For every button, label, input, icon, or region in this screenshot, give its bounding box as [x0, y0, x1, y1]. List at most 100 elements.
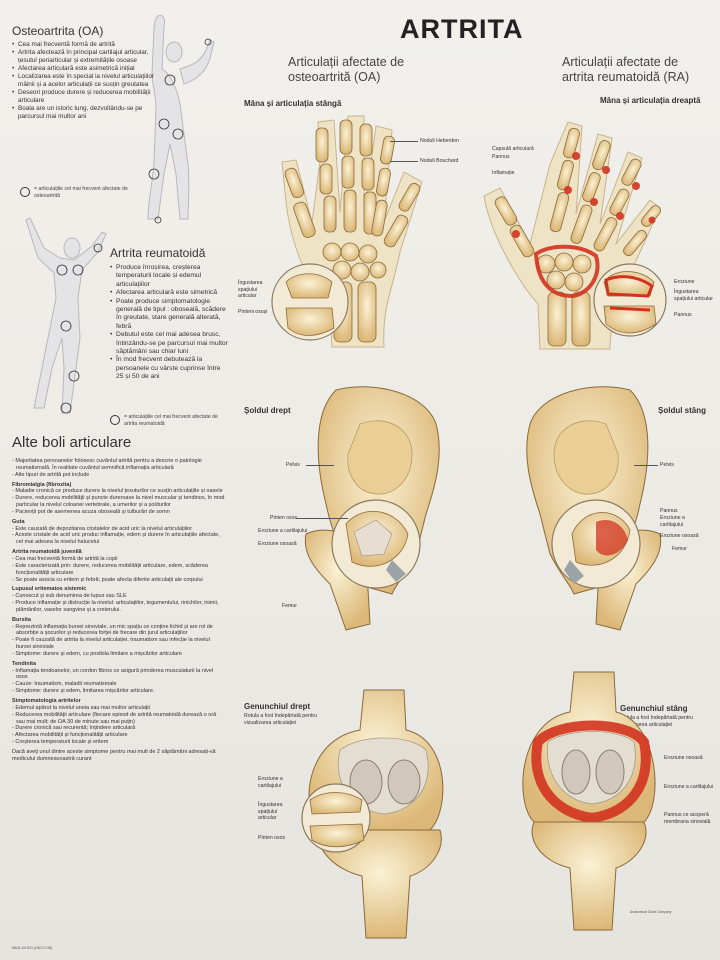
- circle-marker-icon: [20, 187, 30, 197]
- ra-legend: = articulațiile cel mai frecvent afectat…: [110, 414, 228, 427]
- disease-item: - Pacienții pot de asemenea acuza obosea…: [12, 508, 170, 515]
- disease-item: - Cauze: traumatism, maladii reumatismal…: [12, 681, 117, 688]
- knee-right-illustration: [301, 689, 444, 939]
- disease-item: - Durere cronică sau recurentă; înținder…: [12, 725, 136, 732]
- hand-left-callout: Noduli Heberden: [420, 138, 459, 144]
- ra-body-figure: [25, 217, 107, 414]
- leader-line: [296, 518, 348, 519]
- other-diseases-text: - Majoritatea persoanelor folosesc cuvân…: [12, 458, 226, 763]
- hip-right-label: Șoldul drept: [244, 406, 291, 415]
- ra-bullets: Produce înroșirea, creșterea temperaturi…: [110, 264, 228, 382]
- oa-bullets: Cea mai frecventă formă de artrită Artri…: [12, 41, 164, 121]
- disease-title: Simptomatologia artritelor: [12, 698, 81, 704]
- leader-line: [306, 465, 334, 466]
- other-intro-line: - Majoritatea persoanelor folosesc cuvân…: [12, 458, 202, 471]
- knee-left-label: Genunchiul stâng: [620, 704, 688, 713]
- disease-item: - Aceste cristale de acid uric produc in…: [12, 532, 220, 546]
- product-code: 9801-M-RO (06/17/JB): [12, 945, 53, 950]
- leader-line: [390, 161, 418, 162]
- oa-heading: Osteoartrita (OA): [12, 24, 104, 38]
- oa-legend-text: = articulațiile cel mai frecvent afectat…: [34, 186, 128, 199]
- disease-item: - Reducerea mobilității articulare (fiec…: [12, 711, 217, 725]
- disease-item: - Simptome: durere și edem, cu posibila …: [12, 650, 182, 657]
- hand-left-callout: Îngustarea spațiului articular: [238, 280, 263, 299]
- oa-bullet: Boala are un istoric lung, dezvoltându-s…: [12, 105, 164, 121]
- knee-left-callout: Eroziune osoasă: [664, 755, 703, 761]
- hand-right-callout: Inflamație: [492, 170, 515, 176]
- disease-item: - Poate fi cauzată de artrita la nivelul…: [12, 637, 210, 651]
- hand-left-label: Mâna și articulația stângă: [244, 99, 342, 108]
- hip-left-callout: Femur: [672, 546, 687, 552]
- hand-right-illustration: [483, 121, 667, 350]
- hand-right-callout: Pannus: [492, 154, 510, 160]
- hip-right-callout: Eroziune osoasă: [258, 541, 297, 547]
- disease-item: - Inflamația tendoanelor, un cordon fibr…: [12, 667, 214, 681]
- knee-left-callout: Pannus ce acoperă membrana sinovială: [664, 812, 711, 825]
- disease-title: Artrita reumatoidă juvenilă: [12, 549, 82, 556]
- knee-left-callout: Eroziune a cartilajului: [664, 784, 714, 790]
- disease-item: - Cunoscut și sub denumirea de lupus sau…: [12, 593, 127, 600]
- oa-column-heading: Articulații afectate de osteoartrită (OA…: [288, 55, 405, 84]
- hand-right-callout: Îngustarea spațiului articular: [674, 289, 713, 302]
- knee-right-note: Rotula a fost îndepărtată pentru vizuali…: [244, 713, 317, 726]
- ra-legend-text: = articulațiile cel mai frecvent afectat…: [124, 414, 218, 427]
- disease-title: Fibromialgia (fibrozita): [12, 481, 72, 488]
- other-heading: Alte boli articulare: [12, 434, 132, 451]
- hip-right-callout: Eroziune a cartilajului: [258, 528, 308, 534]
- footer-advice: Dacă aveți unul dintre aceste simptome p…: [12, 748, 216, 762]
- ra-bullet: Poate produce simptomatologie generală d…: [110, 298, 228, 332]
- other-intro-line: - Alte tipuri de artrită pot include: [12, 471, 90, 478]
- hip-right-illustration: [304, 386, 440, 631]
- ra-bullet: În mod frecvent debutează la persoanele …: [110, 356, 228, 381]
- disease-item: - Maladie cronică ce produce durere la n…: [12, 488, 223, 495]
- disease-item: - Este caracterizată prin: durere, reduc…: [12, 562, 208, 576]
- ra-bullet: Afectarea articulară este simetrică: [110, 289, 228, 298]
- knee-left-illustration: [522, 671, 656, 931]
- disease-item: - Afectarea mobilității și funcționalită…: [12, 732, 128, 739]
- disease-item: - Creșterea temperaturii locale și erite…: [12, 739, 109, 746]
- circle-marker-icon: [110, 415, 120, 425]
- ra-bullet: Produce înroșirea, creșterea temperaturi…: [110, 264, 228, 289]
- hand-right-callout: Eroziune: [674, 279, 695, 285]
- publisher-text: Anatomical Chart Company: [630, 910, 672, 914]
- hip-left-label: Șoldul stâng: [658, 406, 706, 415]
- disease-item: - Cea mai frecventă formă de artrită la …: [12, 555, 118, 562]
- disease-item: - Produce inflamație și distrucție la ni…: [12, 600, 219, 613]
- oa-bullet: Afectarea articulară este asimetrică ini…: [12, 65, 164, 73]
- knee-left-note: Rotula a fost îndepărtată pentru vizuali…: [620, 715, 693, 728]
- hip-left-callout: Pelvis: [660, 462, 674, 468]
- hip-left-callout: Pannus: [660, 508, 678, 514]
- hand-left-callout: Noduli Bouchard: [420, 158, 459, 164]
- hip-left-callout: Eroziune osoasă: [660, 533, 699, 539]
- oa-bullet: Localizarea este în special la nivelul a…: [12, 73, 164, 89]
- oa-bullet: Deseori produce durere și reducerea mobi…: [12, 89, 164, 105]
- disease-item: - Simptome: durere și edem, limitarea mi…: [12, 688, 155, 695]
- ra-bullet: Debutul este cel mai adesea brusc, întin…: [110, 331, 228, 356]
- disease-title: Bursita: [12, 616, 31, 623]
- disease-item: - Durere, reducerea mobilității și punct…: [12, 495, 225, 509]
- hand-right-label: Mâna și articulația dreaptă: [600, 96, 701, 105]
- disease-title: Tendinita: [12, 660, 37, 667]
- hand-right-callout: Capsulă articulară: [492, 146, 534, 152]
- leader-line: [634, 465, 658, 466]
- hip-right-callout: Pelvis: [286, 462, 300, 468]
- oa-bullet: Cea mai frecventă formă de artrită: [12, 41, 164, 49]
- hand-right-callout: Pannus: [674, 312, 692, 318]
- disease-item: - Se poate asocia cu eritem și febră; po…: [12, 576, 203, 583]
- knee-right-label: Genunchiul drept: [244, 702, 311, 711]
- disease-item: - Edemul apărut la nivelul uneia sau mai…: [12, 704, 150, 711]
- oa-legend: = articulațiile cel mai frecvent afectat…: [20, 186, 130, 199]
- hip-right-callout: Femur: [282, 603, 297, 609]
- ra-heading: Artrita reumatoidă: [110, 246, 206, 260]
- hip-right-callout: Pinten osos: [270, 515, 298, 521]
- disease-item: - Este cauzată de depozitarea cristalelo…: [12, 525, 193, 532]
- disease-item: - Reprezintă inflamația bursei sinoviale…: [12, 623, 213, 637]
- hand-left-callout: Pinteni osoși: [238, 309, 268, 315]
- leader-line: [390, 141, 418, 142]
- knee-right-callout: Îngustarea spațiului articular: [258, 802, 283, 821]
- disease-title: Guta: [12, 518, 25, 525]
- hand-left-illustration: [271, 115, 423, 348]
- hip-left-callout: Eroziune a cartilajului: [660, 515, 685, 528]
- hip-left-illustration: [526, 386, 662, 631]
